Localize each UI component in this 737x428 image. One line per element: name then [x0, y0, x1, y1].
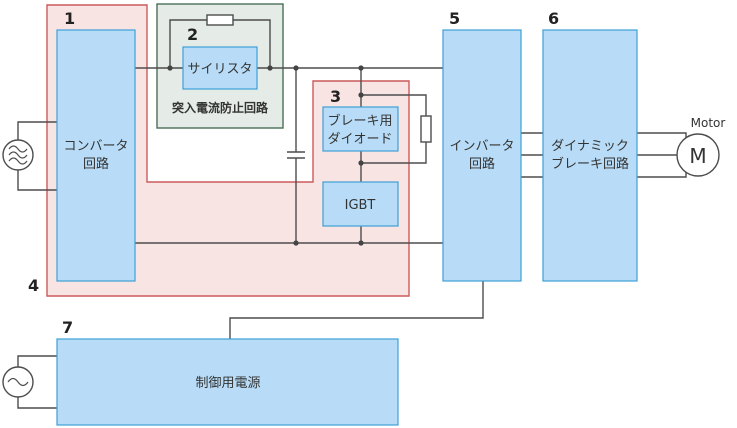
junction-dot: [358, 240, 364, 246]
control-feed-wire: [229, 281, 484, 339]
ctrl-ac-wire-bottom: [17, 397, 57, 409]
ac-input-wire-top: [17, 121, 57, 140]
zone-number-3: 3: [330, 87, 341, 106]
brake-resistor-wire-bottom: [361, 142, 427, 164]
motor-symbol: M: [689, 144, 706, 168]
control-power-label: 制御用電源: [195, 376, 260, 391]
junction-dot: [167, 65, 173, 71]
inrush-label: 突入電流防止回路: [172, 100, 269, 115]
control-power-block: [56, 338, 399, 426]
brake-resistor: [420, 115, 432, 143]
brake-resistor-wire-top: [361, 94, 427, 116]
zone-1-region: [46, 4, 410, 297]
db-motor-line-3: [637, 170, 687, 178]
zone-number-6: 6: [548, 9, 559, 28]
ac-wave-3: [8, 157, 28, 165]
ac-wave-2: [8, 151, 28, 159]
brake-diode-label-2: ダイオード: [327, 132, 392, 147]
zone-number-7: 7: [62, 318, 73, 337]
inrush-resistor: [206, 14, 234, 26]
junction-dot: [293, 65, 299, 71]
ctrl-ac-wire-top: [17, 355, 57, 367]
dynamic-brake-block: [542, 29, 638, 282]
zone-number-5: 5: [449, 9, 460, 28]
ac-wave-1: [8, 145, 28, 153]
converter-block: [56, 29, 136, 282]
converter-label-2: 回路: [83, 156, 109, 172]
inrush-bypass-wire-right: [233, 19, 271, 68]
inrush-bypass-wire: [169, 19, 207, 68]
igbt-block: [322, 181, 399, 227]
junction-dot: [293, 240, 299, 246]
junction-dot: [358, 92, 364, 98]
db-motor-line-1: [637, 132, 687, 140]
motor-icon: [676, 133, 720, 177]
igbt-label: IGBT: [345, 198, 376, 213]
inverter-label-1: インバータ: [449, 139, 514, 154]
junction-dot: [267, 65, 273, 71]
ac-input-wire-bottom: [17, 170, 57, 191]
zone-number-2: 2: [187, 25, 198, 44]
zone-number-1: 1: [64, 9, 75, 28]
inverter-label-2: 回路: [469, 156, 495, 172]
thyristor-label: サイリスタ: [187, 62, 252, 77]
inverter-block: [442, 29, 522, 282]
junction-dot: [358, 160, 364, 166]
dynamic-brake-label-2: ブレーキ回路: [551, 156, 629, 172]
brake-diode-label-1: ブレーキ用: [327, 113, 392, 129]
thyristor-block: [182, 46, 258, 90]
brake-diode-block: [322, 106, 399, 152]
junction-dot: [358, 65, 364, 71]
motor-label: Motor: [691, 116, 726, 130]
converter-label-1: コンバータ: [63, 139, 128, 154]
ctrl-ac-wave: [7, 377, 29, 387]
zone-number-4: 4: [28, 276, 39, 295]
dynamic-brake-label-1: ダイナミック: [551, 139, 629, 154]
